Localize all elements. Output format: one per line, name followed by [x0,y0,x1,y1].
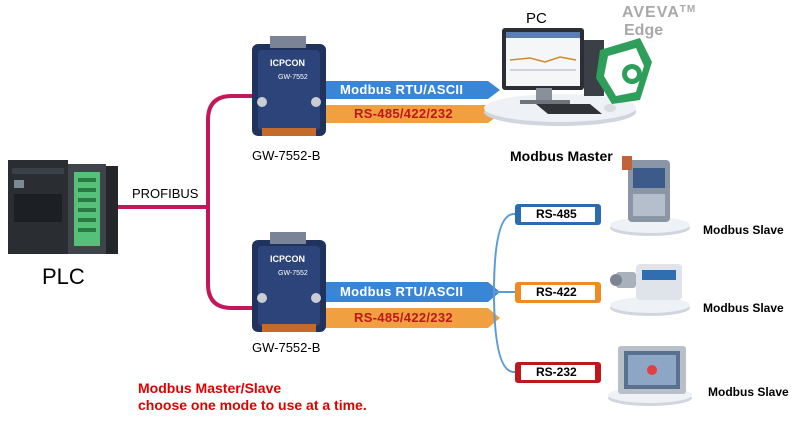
slave2-label: Modbus Slave [703,301,784,315]
note-line2: choose one mode to use at a time. [138,397,367,413]
top-interface-text: RS-485/422/232 [354,106,453,121]
slave-bus-line [492,213,520,293]
tag-rs422 [515,282,601,303]
profibus-label: PROFIBUS [132,186,199,201]
note-line1: Modbus Master/Slave [138,380,282,396]
gateway-top-device [252,36,326,136]
gateway-top-model: GW-7552 [278,74,308,81]
bottom-interface-text: RS-485/422/232 [354,310,453,325]
tag-rs232 [515,362,601,383]
top-protocol-band [318,81,500,99]
profibus-branch-bottom [206,207,262,310]
slave1-device [622,156,670,222]
bottom-protocol-text: Modbus RTU/ASCII [340,284,464,299]
gateway-top-label: GW-7552-B [252,148,321,163]
bottom-protocol-band [318,282,500,302]
slave3-interface: RS-232 [536,365,577,379]
slave1-interface: RS-485 [536,207,577,221]
gateway-bottom-brand: ICPCON [270,254,306,264]
slave3-device [618,346,686,394]
top-protocol-text: Modbus RTU/ASCII [340,82,464,97]
pc-device [502,28,616,114]
slave1-label: Modbus Slave [703,223,784,237]
plc-device [8,160,118,254]
master-label: Modbus Master [510,148,613,164]
profibus-branch-top [206,94,262,207]
tm-mark: TM [679,4,697,15]
aveva-text: AVEVA [622,4,680,21]
aveva-brand: AVEVATM [622,4,696,22]
gateway-top-brand: ICPCON [270,58,306,68]
gateway-bottom-device [252,232,326,332]
slave3-label: Modbus Slave [708,385,789,399]
edge-text: Edge [624,22,664,39]
tag-rs485 [515,204,601,225]
pc-label: PC [526,10,547,27]
slave2-interface: RS-422 [536,285,577,299]
slave2-device [610,264,682,300]
gateway-bottom-label: GW-7552-B [252,340,321,355]
bottom-interface-band [318,308,500,328]
gateway-bottom-model: GW-7552 [278,270,308,277]
top-interface-band [318,105,500,123]
aveva-edge-logo [596,38,652,104]
plc-label: PLC [42,264,85,289]
slave-bus-line-bottom [493,291,520,373]
